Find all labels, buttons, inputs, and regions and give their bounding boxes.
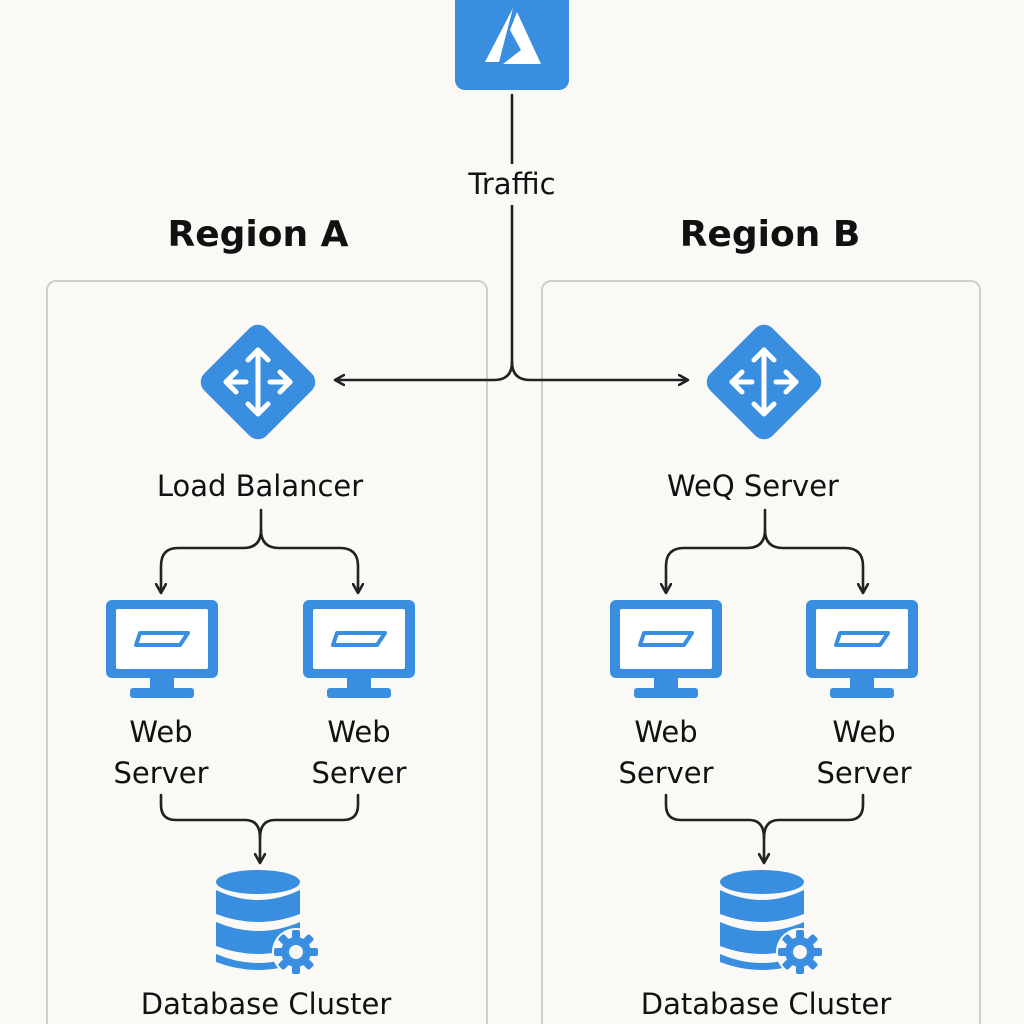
server-label-line2: Server [816, 756, 912, 790]
server-label-line2: Server [113, 756, 209, 790]
monitor-icon [806, 600, 918, 698]
azure-logo-icon [455, 0, 569, 90]
server-label-line1: Web [634, 715, 698, 749]
server-label-line1: Web [327, 715, 391, 749]
region-a-balancer-label: Load Balancer [156, 469, 364, 503]
server-label-line1: Web [129, 715, 193, 749]
region-b-database-label: Database Cluster [640, 987, 892, 1021]
region-a-database-label: Database Cluster [140, 987, 392, 1021]
database-gear-icon [720, 870, 824, 976]
load-balancer-icon [706, 324, 822, 440]
monitor-icon [106, 600, 218, 698]
region-b-balancer-label: WeQ Server [667, 469, 839, 503]
load-balancer-icon [200, 324, 316, 440]
traffic-label: Traffic [432, 164, 592, 205]
monitor-icon [610, 600, 722, 698]
region-a-title: Region A [167, 214, 349, 255]
database-gear-icon [216, 870, 320, 976]
server-label-line2: Server [618, 756, 714, 790]
region-b-title: Region B [679, 214, 861, 255]
server-label-line1: Web [832, 715, 896, 749]
region-a-server-1-label: Web Server [81, 712, 241, 794]
region-b-server-1-label: Web Server [586, 712, 746, 794]
region-b-server-2-label: Web Server [784, 712, 944, 794]
monitor-icon [303, 600, 415, 698]
region-a-server-2-label: Web Server [279, 712, 439, 794]
server-label-line2: Server [311, 756, 407, 790]
